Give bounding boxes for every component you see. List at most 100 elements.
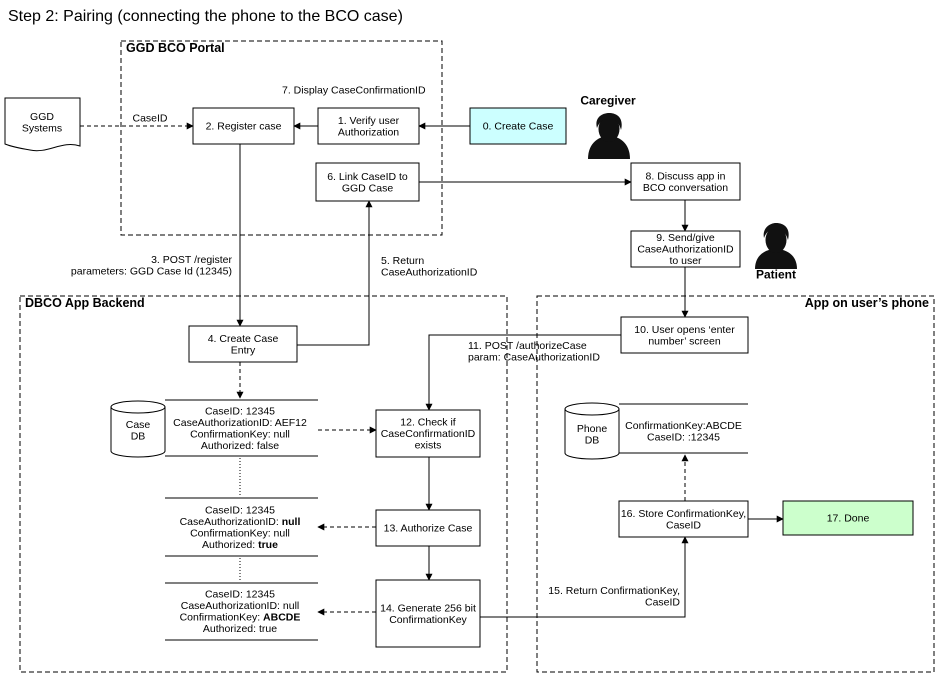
patient-label: Patient xyxy=(756,268,796,282)
send-give-label-line: to user xyxy=(669,255,702,267)
send-give-label-line: 9. Send/give xyxy=(656,232,715,244)
phone-db-label-line: DB xyxy=(585,434,600,446)
send-give-label-line: CaseAuthorizationID xyxy=(637,244,734,256)
register-case-label: 2. Register case xyxy=(206,121,282,133)
link-caseid-label-line: 6. Link CaseID to xyxy=(327,171,408,183)
verify-authorization-label-line: 1. Verify user xyxy=(338,115,400,127)
case-record-1-line: Authorized: false xyxy=(201,440,279,452)
case-record-2-frame xyxy=(165,497,318,557)
region-title-portal: GGD BCO Portal xyxy=(126,41,225,55)
case-record-2-line: CaseID: 12345 xyxy=(205,504,275,516)
phone-record-line: CaseID: :12345 xyxy=(647,431,720,443)
authorize-case-box xyxy=(375,509,481,547)
case-record-1-line: CaseAuthorizationID: AEF12 xyxy=(173,417,307,429)
user-opens-screen-label-line: 10. User opens ‘enter xyxy=(634,324,735,336)
register-case-label-line: 2. Register case xyxy=(206,121,282,133)
done-label: 17. Done xyxy=(827,513,870,525)
caregiver-person-icon xyxy=(588,113,630,159)
done-box xyxy=(782,500,914,536)
case-record-3-line: ConfirmationKey: ABCDE xyxy=(180,611,301,623)
store-key-box xyxy=(618,500,749,538)
region-title-backend: DBCO App Backend xyxy=(25,296,145,310)
create-case-entry-box xyxy=(188,325,298,363)
case-record-2-line: CaseAuthorizationID: null xyxy=(180,516,301,528)
check-if-exists-label-line: 12. Check if xyxy=(400,417,456,429)
edge-label-post-register-line: 3. POST /register xyxy=(151,254,232,266)
ggd-systems-label-line: GGD xyxy=(30,111,54,123)
done-label-line: 17. Done xyxy=(827,513,870,525)
edge-label-return-authid-line: 5. Return xyxy=(381,255,424,267)
case-record-3-line: CaseAuthorizationID: null xyxy=(181,600,299,612)
case-record-3-line: CaseID: 12345 xyxy=(205,588,275,600)
phone-record-line: ConfirmationKey:ABCDE xyxy=(625,420,742,432)
generate-key-label-line: ConfirmationKey xyxy=(389,614,467,626)
edge-label-return-authid-line: CaseAuthorizationID xyxy=(381,266,478,278)
check-if-exists-label-line: CaseConfirmationID xyxy=(381,428,476,440)
connectors xyxy=(80,122,784,618)
page-title: Step 2: Pairing (connecting the phone to… xyxy=(8,8,403,25)
case-record-2-line: Authorized: true xyxy=(202,539,278,551)
caregiver-label: Caregiver xyxy=(580,94,636,108)
edge-label-caseid: CaseID xyxy=(132,113,167,125)
caregiver-label-line: Caregiver xyxy=(580,94,636,108)
check-if-exists-box xyxy=(375,409,481,458)
edge-label-post-authorize-line: 11. POST /authorizeCase xyxy=(468,340,587,352)
authorize-case-label-line: 13. Authorize Case xyxy=(384,523,473,535)
store-key-label-line: CaseID xyxy=(666,519,701,531)
case-record-3-line: Authorized: true xyxy=(203,623,277,635)
check-if-exists-label-line: exists xyxy=(415,440,442,452)
store-key-label-line: 16. Store ConfirmationKey, xyxy=(621,508,746,520)
generate-key-box xyxy=(375,579,481,648)
case-db-label-line: DB xyxy=(131,430,146,442)
discuss-app-label-line: 8. Discuss app in xyxy=(646,170,726,182)
discuss-app-label-line: BCO conversation xyxy=(643,182,728,194)
edge-label-return-key: 15. Return ConfirmationKey,CaseID xyxy=(548,585,680,609)
phone-db-label-line: Phone xyxy=(577,423,608,435)
discuss-app-box xyxy=(630,162,741,201)
ggd-systems-label-line: Systems xyxy=(22,122,62,134)
create-case-entry-label-line: Entry xyxy=(231,344,256,356)
region-app-on-users-phone xyxy=(536,295,935,673)
case-db-label-line: Case xyxy=(126,419,151,431)
authorize-case-label: 13. Authorize Case xyxy=(384,523,473,535)
case-record-1-frame xyxy=(165,399,318,457)
edge-return-authid xyxy=(297,200,373,346)
region-ggd-bco-portal xyxy=(120,40,443,236)
edge-label-return-key-line: CaseID xyxy=(645,596,680,608)
patient-person-icon xyxy=(755,223,797,269)
edge-label-caseid-line: CaseID xyxy=(132,113,167,125)
region-dbco-app-backend xyxy=(19,295,508,673)
edge-label-post-register-line: parameters: GGD Case Id (12345) xyxy=(71,265,232,277)
send-give-box xyxy=(630,230,741,268)
case-db-cylinder xyxy=(110,400,166,458)
region-title-phone: App on user’s phone xyxy=(805,296,929,310)
edge-label-return-key-line: 15. Return ConfirmationKey, xyxy=(548,585,680,597)
patient-label-line: Patient xyxy=(756,268,796,282)
phone-db-cylinder xyxy=(564,402,620,460)
edge-label-post-authorize-line: param: CaseAuthorizationID xyxy=(468,351,600,363)
create-case-label-line: 0. Create Case xyxy=(483,121,554,133)
create-case-entry-label-line: 4. Create Case xyxy=(208,333,279,345)
user-opens-screen-label-line: number’ screen xyxy=(648,335,721,347)
generate-key-label-line: 14. Generate 256 bit xyxy=(380,602,476,614)
create-case-box xyxy=(469,107,567,145)
case-record-3-frame xyxy=(165,582,318,641)
create-case-label: 0. Create Case xyxy=(483,121,554,133)
edge-post-authorize xyxy=(425,334,621,411)
